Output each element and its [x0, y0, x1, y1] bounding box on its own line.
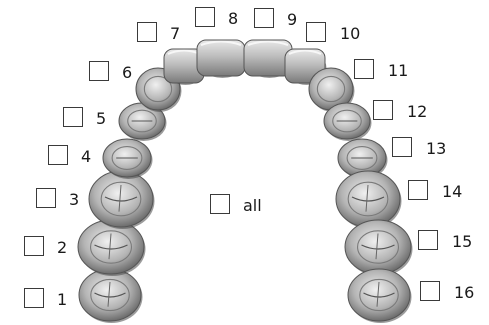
tooth-10-label: 10: [340, 24, 361, 43]
tooth-3-checkbox[interactable]: [36, 188, 56, 208]
tooth-8[interactable]: [196, 39, 247, 78]
tooth-9-label: 9: [287, 10, 298, 29]
tooth-15-checkbox[interactable]: [418, 230, 438, 250]
all-label: all: [243, 196, 262, 215]
tooth-12-label: 12: [407, 102, 428, 121]
tooth-6-checkbox[interactable]: [89, 61, 109, 81]
tooth-15-label: 15: [452, 232, 473, 251]
tooth-9-checkbox[interactable]: [254, 8, 274, 28]
tooth-4-checkbox[interactable]: [48, 145, 68, 165]
all-checkbox[interactable]: [210, 194, 230, 214]
tooth-12-checkbox[interactable]: [373, 100, 393, 120]
tooth-6-label: 6: [122, 63, 133, 82]
tooth-3[interactable]: [88, 170, 155, 229]
tooth-2-checkbox[interactable]: [24, 236, 44, 256]
tooth-12[interactable]: [323, 102, 372, 141]
tooth-3-label: 3: [69, 190, 80, 209]
tooth-11[interactable]: [308, 67, 355, 112]
tooth-13-label: 13: [426, 139, 447, 158]
tooth-7-checkbox[interactable]: [137, 22, 157, 42]
tooth-9[interactable]: [243, 39, 294, 78]
tooth-10-checkbox[interactable]: [306, 22, 326, 42]
tooth-8-label: 8: [228, 9, 239, 28]
tooth-16[interactable]: [347, 268, 412, 323]
tooth-4[interactable]: [102, 138, 153, 179]
tooth-7-label: 7: [170, 24, 181, 43]
tooth-11-label: 11: [388, 61, 409, 80]
tooth-4-label: 4: [81, 147, 92, 166]
tooth-7[interactable]: [163, 48, 206, 85]
tooth-16-checkbox[interactable]: [420, 281, 440, 301]
tooth-14-label: 14: [442, 182, 463, 201]
tooth-8-checkbox[interactable]: [195, 7, 215, 27]
tooth-15[interactable]: [344, 219, 413, 276]
tooth-1[interactable]: [78, 268, 143, 323]
tooth-14-checkbox[interactable]: [408, 180, 428, 200]
tooth-2-label: 2: [57, 238, 68, 257]
tooth-13-checkbox[interactable]: [392, 137, 412, 157]
tooth-1-label: 1: [57, 290, 68, 309]
tooth-14[interactable]: [335, 170, 402, 229]
tooth-1-checkbox[interactable]: [24, 288, 44, 308]
tooth-5-checkbox[interactable]: [63, 107, 83, 127]
tooth-2[interactable]: [77, 219, 146, 276]
tooth-5-label: 5: [96, 109, 107, 128]
tooth-11-checkbox[interactable]: [354, 59, 374, 79]
tooth-16-label: 16: [454, 283, 475, 302]
tooth-5[interactable]: [118, 102, 167, 141]
